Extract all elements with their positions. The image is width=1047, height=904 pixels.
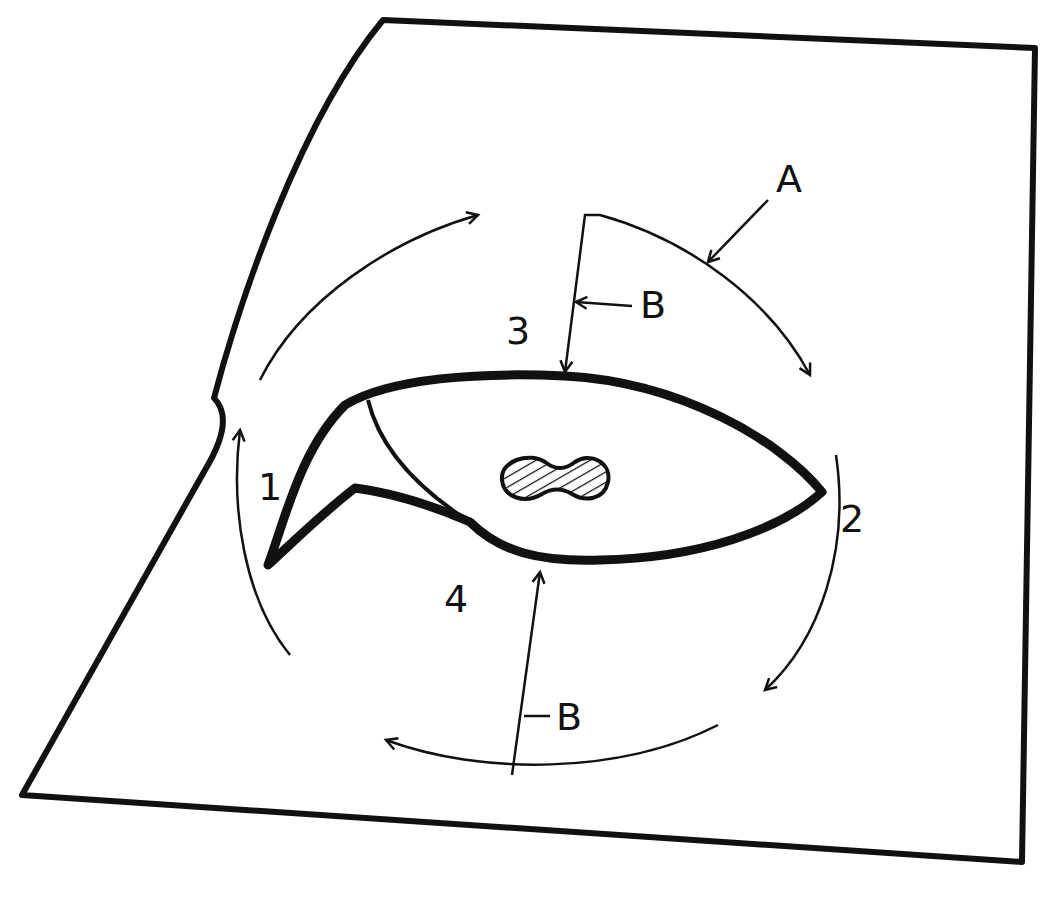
leaf-outline (268, 375, 822, 565)
part-label: B (556, 698, 582, 736)
callout-number: 2 (840, 500, 864, 538)
part-label: B (640, 286, 666, 324)
callout-number: 1 (258, 468, 282, 506)
inner-fold (368, 400, 470, 522)
flow-arrow (386, 725, 718, 765)
callout-number: 3 (506, 312, 530, 350)
leader-line (576, 302, 632, 306)
sheet-outline (22, 20, 1035, 862)
pressure-arrow (565, 215, 600, 372)
part-label: A (776, 160, 802, 198)
leader-line (524, 715, 550, 718)
leader-line (708, 200, 768, 262)
flow-arrow (600, 215, 810, 375)
flow-arrow (765, 455, 839, 690)
flow-arrow (260, 215, 478, 380)
nucleus (502, 458, 609, 499)
callout-number: 4 (444, 580, 468, 618)
flow-arrow (237, 430, 290, 655)
pressure-arrow (512, 572, 540, 775)
